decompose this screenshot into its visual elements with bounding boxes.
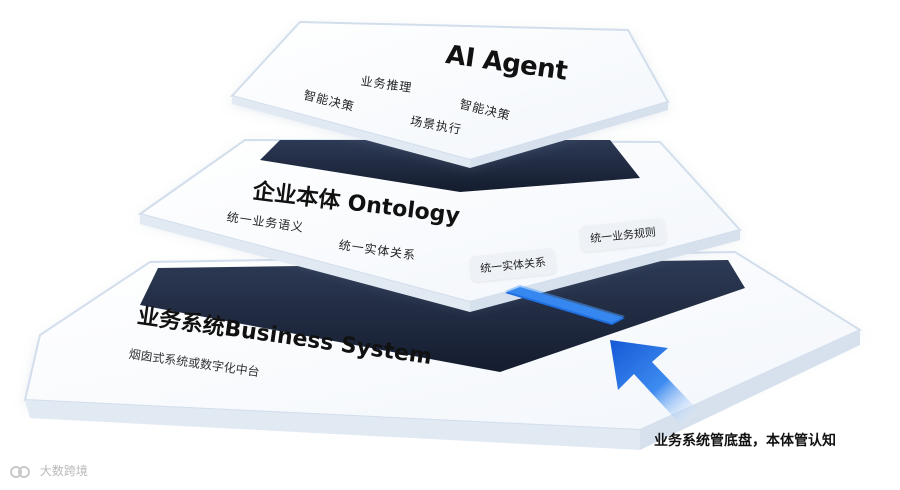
business-dark-panel [140,260,745,372]
connector-highlight [505,285,625,325]
ontology-dark-panel [260,140,640,192]
watermark-text: 大数跨境 [39,464,88,478]
watermark-logo-icon [10,465,30,478]
diagram-caption: 业务系统管底盘，本体管认知 [654,433,836,449]
watermark: 大数跨境 [10,462,88,480]
upward-arrow-icon [610,340,700,424]
ontology-layer-slab [137,138,742,312]
agent-layer-slab [230,20,670,168]
